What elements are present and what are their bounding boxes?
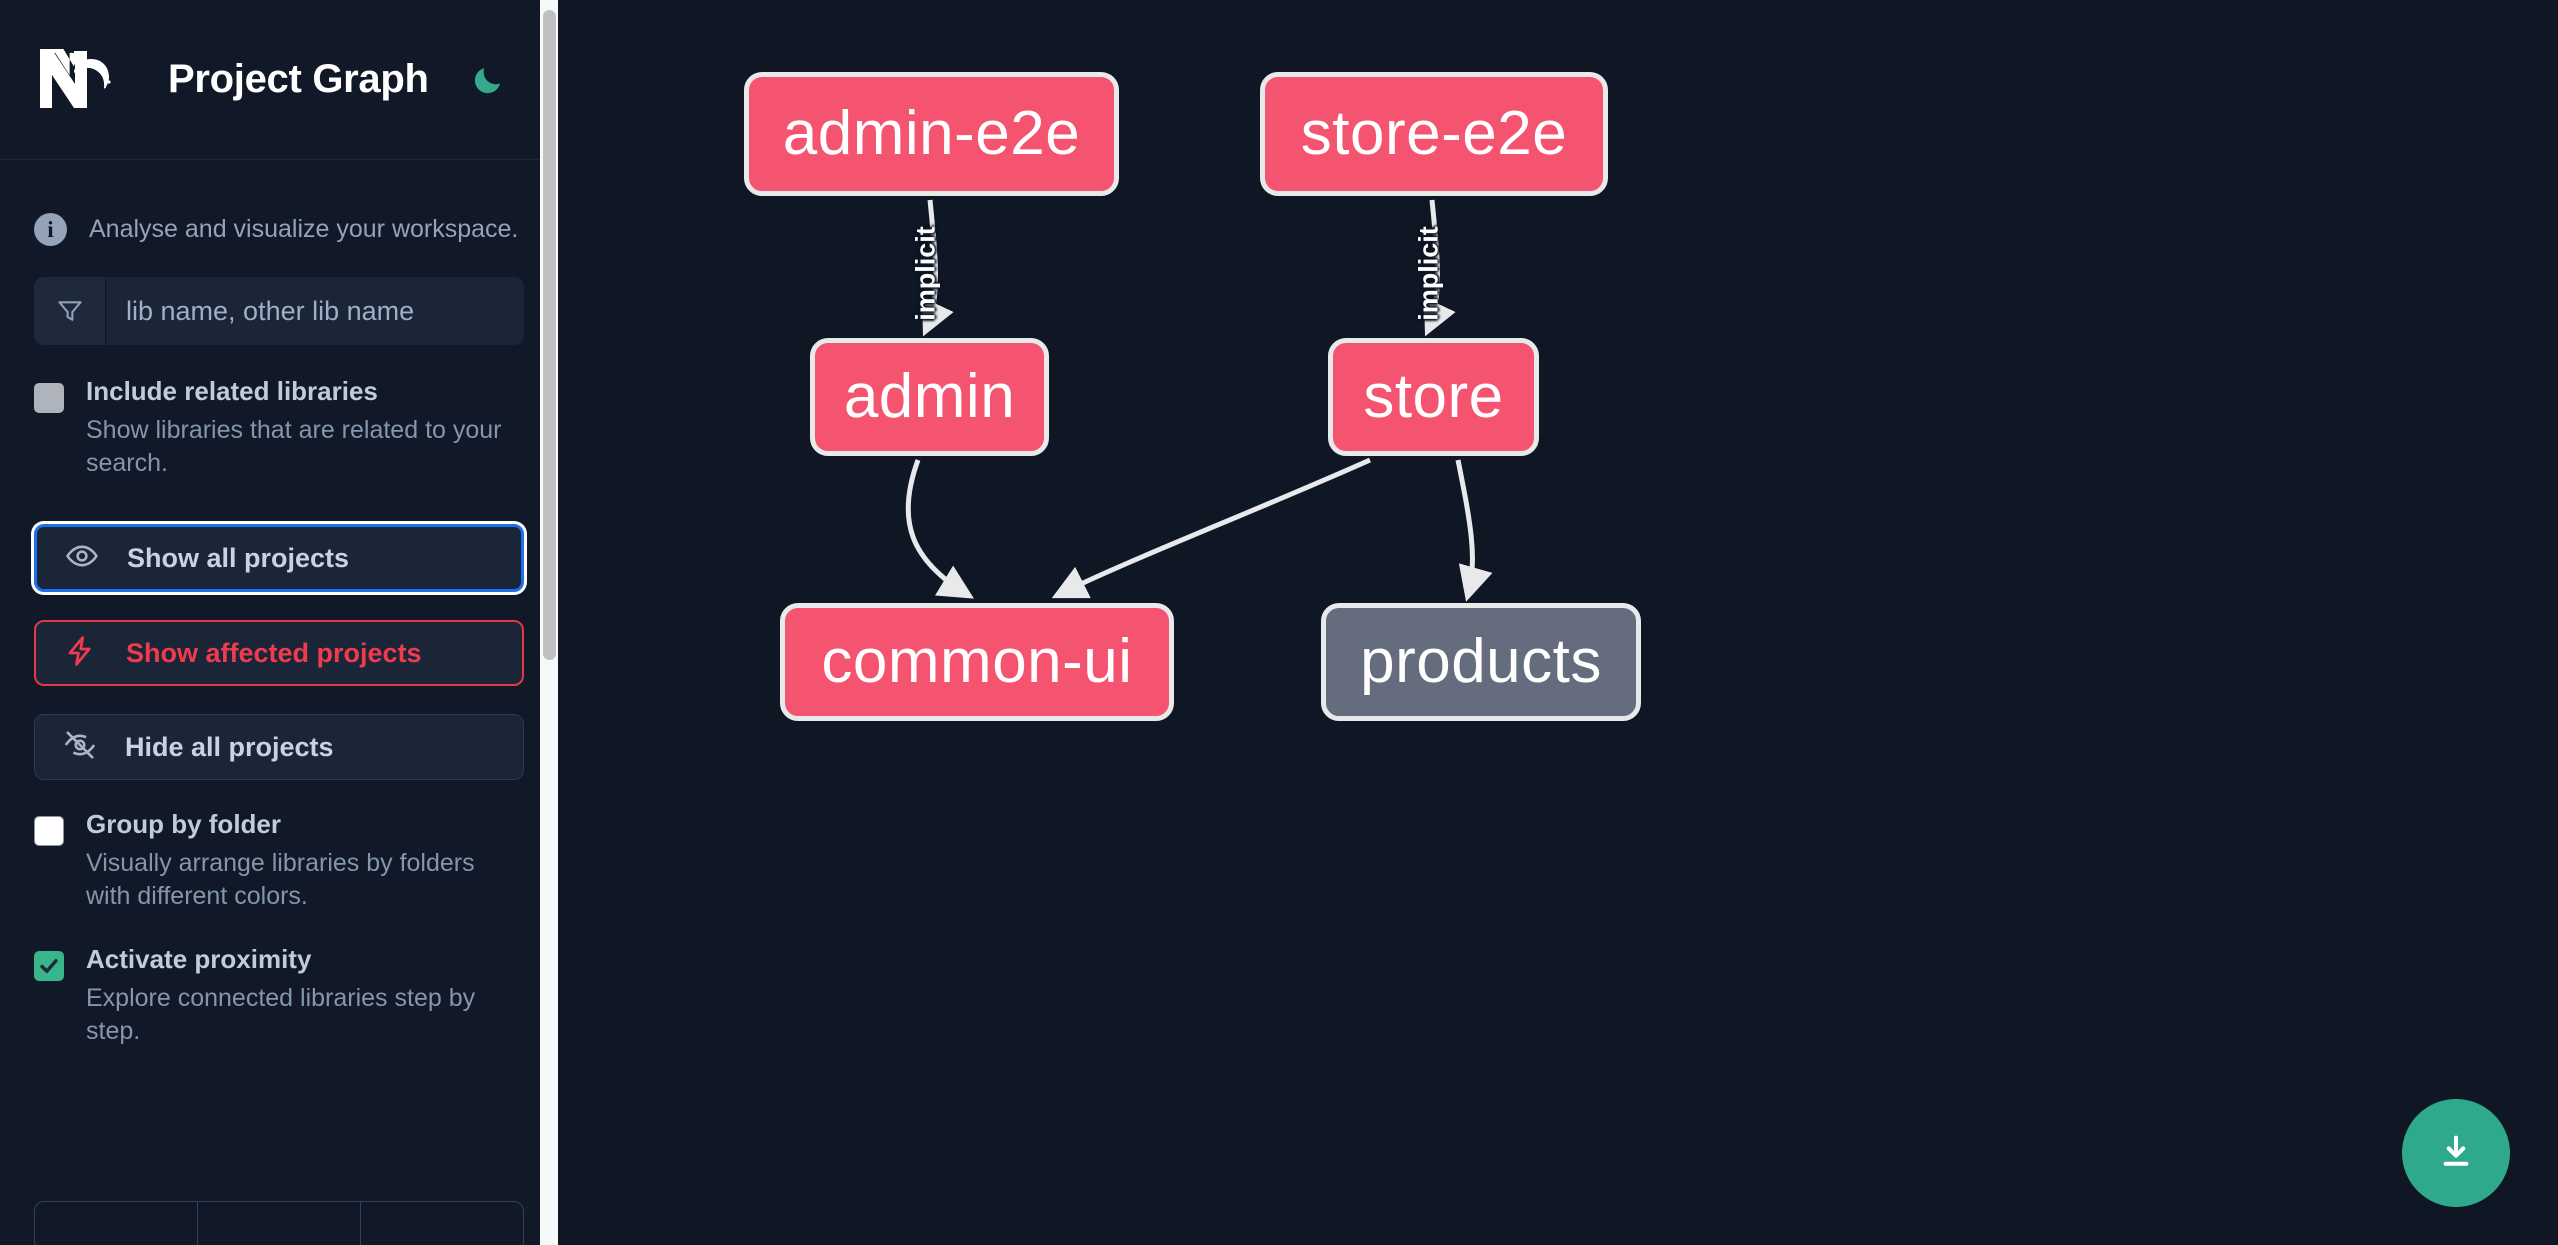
button-label: Show all projects xyxy=(127,542,350,573)
graph-node-store[interactable]: store xyxy=(1328,338,1539,456)
download-button[interactable] xyxy=(2402,1099,2510,1207)
option-description: Explore connected libraries step by step… xyxy=(86,983,476,1046)
action-buttons: Show all projects Show affected projects xyxy=(34,524,524,781)
eye-off-icon xyxy=(63,728,97,767)
graph-node-admin[interactable]: admin xyxy=(810,338,1049,456)
button-label: Hide all projects xyxy=(125,731,334,762)
search-input[interactable] xyxy=(106,277,524,345)
hide-all-projects-button[interactable]: Hide all projects xyxy=(34,714,524,781)
option-include-related-libraries[interactable]: Include related libraries Show libraries… xyxy=(34,377,524,480)
edge-store-common-ui xyxy=(1051,457,1372,599)
node-label: store xyxy=(1363,362,1504,431)
node-label: store-e2e xyxy=(1300,99,1568,168)
edge-admin-common-ui xyxy=(905,459,974,599)
sidebar-header: Project Graph xyxy=(0,0,558,160)
graph-node-products[interactable]: products xyxy=(1321,603,1641,721)
segment-1[interactable] xyxy=(35,1202,198,1245)
tagline: i Analyse and visualize your workspace. xyxy=(34,160,524,255)
option-group-by-folder[interactable]: Group by folder Visually arrange librari… xyxy=(34,810,524,913)
edge-store-e2e-store xyxy=(1423,199,1456,337)
segment-3[interactable] xyxy=(361,1202,523,1245)
node-label: admin xyxy=(843,362,1016,431)
show-affected-projects-button[interactable]: Show affected projects xyxy=(34,620,524,687)
moon-icon[interactable] xyxy=(465,57,511,103)
sidebar-body: i Analyse and visualize your workspace. … xyxy=(0,160,558,1048)
graph-edges xyxy=(905,199,1493,602)
download-icon xyxy=(2443,1135,2469,1166)
funnel-icon xyxy=(34,277,106,345)
sidebar-scrollbar-thumb[interactable] xyxy=(543,10,556,660)
filter-row xyxy=(34,277,524,345)
node-label: common-ui xyxy=(821,627,1133,696)
segment-2[interactable] xyxy=(198,1202,361,1245)
option-label: Include related libraries xyxy=(86,376,378,406)
sidebar-scrollbar[interactable] xyxy=(540,0,558,1245)
checkbox-activate-proximity[interactable] xyxy=(34,951,64,982)
segmented-control-partial[interactable] xyxy=(34,1201,524,1245)
node-label: admin-e2e xyxy=(782,99,1081,168)
option-activate-proximity[interactable]: Activate proximity Explore connected lib… xyxy=(34,945,524,1048)
eye-icon xyxy=(65,539,99,578)
tagline-text: Analyse and visualize your workspace. xyxy=(89,214,519,243)
edge-store-products xyxy=(1455,459,1493,602)
info-icon: i xyxy=(34,212,67,246)
option-description: Visually arrange libraries by folders wi… xyxy=(86,848,475,910)
button-label: Show affected projects xyxy=(126,637,422,668)
graph-canvas[interactable]: admin-e2e store-e2e admin store common-u… xyxy=(558,0,2558,1245)
graph-node-common-ui[interactable]: common-ui xyxy=(780,603,1174,721)
page-title: Project Graph xyxy=(168,57,429,101)
checkbox-group-by-folder[interactable] xyxy=(34,816,64,847)
option-label: Group by folder xyxy=(86,809,281,840)
edge-admin-e2e-admin xyxy=(921,199,954,337)
node-label: products xyxy=(1360,627,1602,696)
sidebar: Project Graph i Analyse and visualize yo… xyxy=(0,0,558,1245)
show-all-projects-button[interactable]: Show all projects xyxy=(34,524,524,593)
option-label: Activate proximity xyxy=(86,944,312,975)
nx-logo-icon xyxy=(34,47,126,113)
option-description: Show libraries that are related to your … xyxy=(86,415,502,477)
graph-node-store-e2e[interactable]: store-e2e xyxy=(1260,72,1608,196)
checkbox-include-related-libraries[interactable] xyxy=(34,383,64,413)
lightning-bolt-icon xyxy=(64,634,98,673)
graph-node-admin-e2e[interactable]: admin-e2e xyxy=(744,72,1119,196)
